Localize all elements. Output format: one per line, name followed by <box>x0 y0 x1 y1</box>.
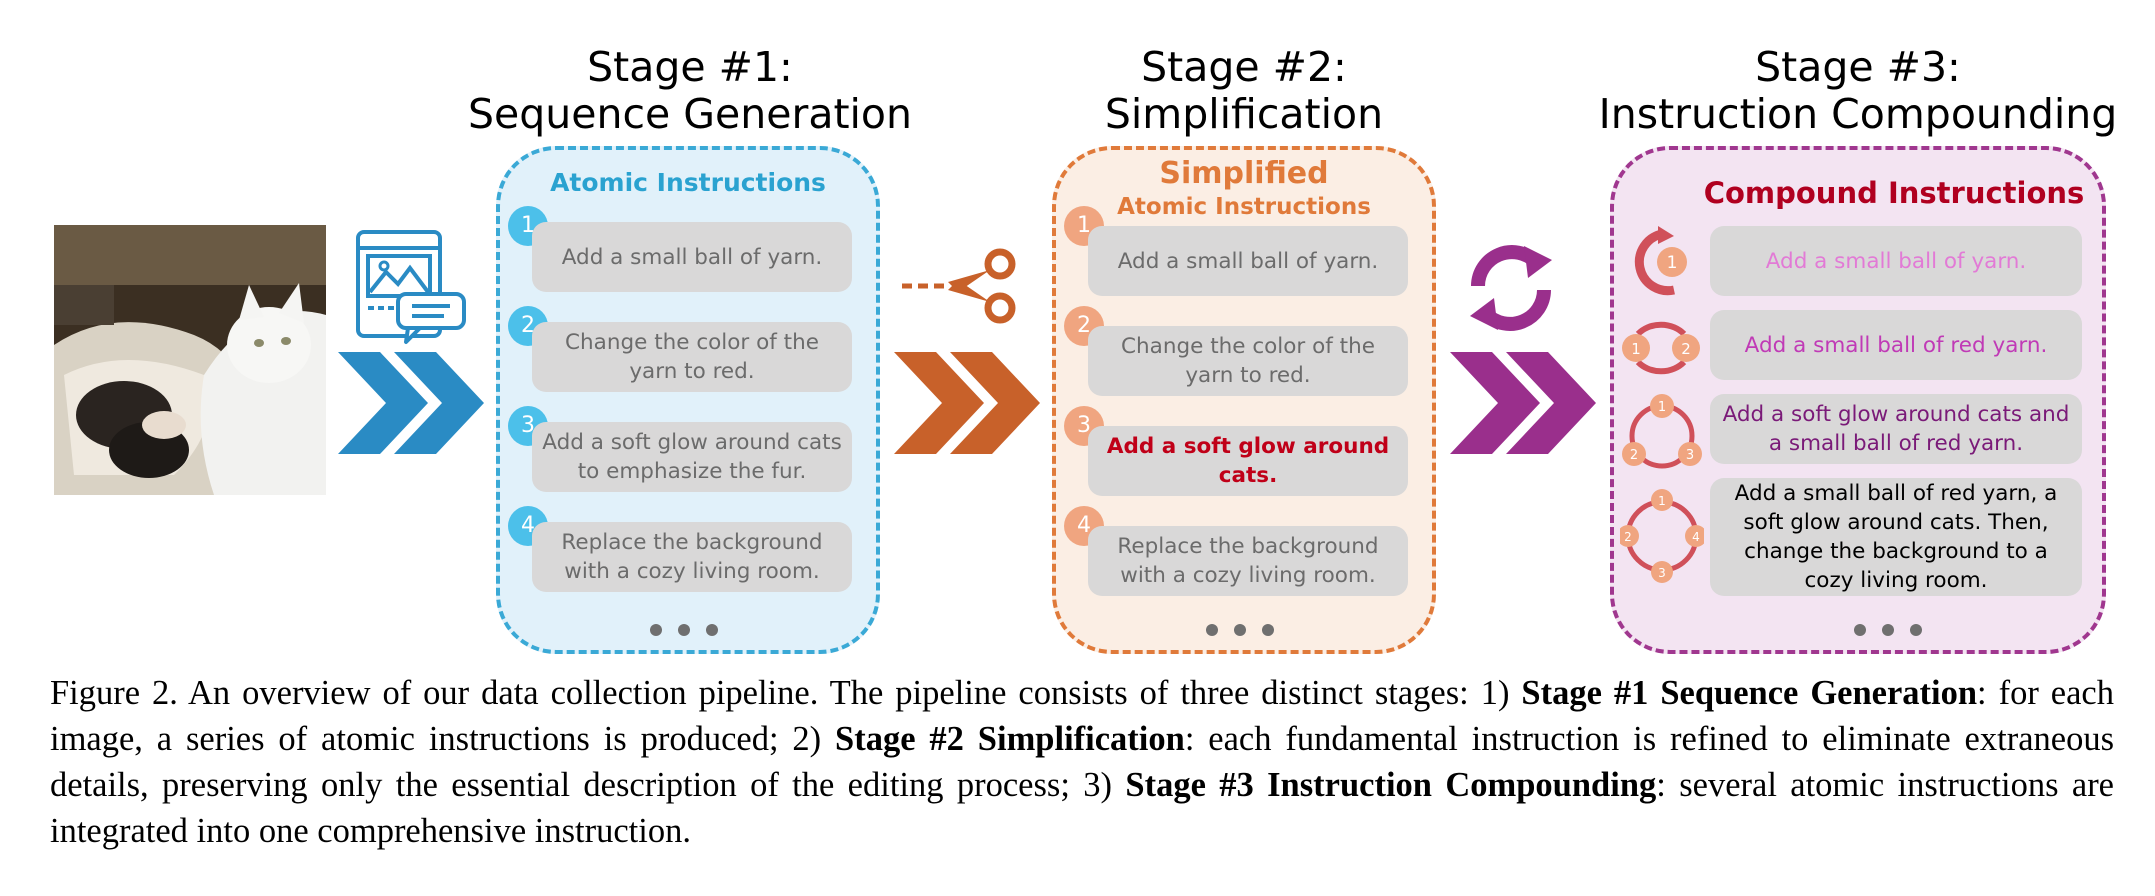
cycle-node-label: 1 <box>1667 253 1678 273</box>
chevron-arrow-icon <box>894 352 1042 454</box>
cycle-node-label: 4 <box>1692 530 1700 544</box>
ellipsis-dots <box>650 624 718 636</box>
stage-2-title-line1: Stage #2: <box>1141 43 1347 91</box>
caption-text: Figure 2. An overview of our data collec… <box>50 674 1522 712</box>
caption-bold: Stage #2 Simplification <box>835 720 1185 758</box>
caption-bold: Stage #3 Instruction Compounding <box>1125 766 1657 804</box>
cycle-1-icon: 1 <box>1622 226 1700 298</box>
stage-3-panel-header: Compound Instructions <box>1703 176 2085 210</box>
stage-3-title-line1: Stage #3: <box>1755 43 1961 91</box>
refresh-icon <box>1456 238 1566 338</box>
ellipsis-dots <box>1854 624 1922 636</box>
cycle-2-icon: 1 2 <box>1622 312 1700 382</box>
stage-1-panel-header: Atomic Instructions <box>550 168 826 197</box>
cat-photo-illustration <box>54 225 326 495</box>
cycle-node-label: 2 <box>1681 340 1691 358</box>
stage-2-panel-header-line1: Simplified <box>1159 156 1329 191</box>
chevron-arrow-icon <box>1450 352 1598 454</box>
scissors-icon <box>900 246 1020 326</box>
cycle-3-icon: 1 2 3 <box>1620 394 1704 474</box>
caption-bold: Stage #1 Sequence Generation <box>1521 674 1978 712</box>
caption-text: : each fundamental instruction is refine… <box>50 720 2114 804</box>
input-photo <box>54 225 326 495</box>
cycle-node-label: 3 <box>1686 448 1694 463</box>
compound-instruction-box: Add a small ball of yarn. <box>1710 226 2082 296</box>
instruction-box: Add a small ball of yarn. <box>532 222 852 292</box>
chat-bubble-icon <box>394 290 468 346</box>
figure-caption: Figure 2. An overview of our data collec… <box>50 670 2114 854</box>
cycle-node-label: 2 <box>1624 530 1632 544</box>
stage-2-title: Stage #2: Simplification <box>1014 44 1474 138</box>
stage-2-panel-header-line2: Atomic Instructions <box>1117 194 1371 220</box>
instruction-box-highlighted: Add a soft glow around cats. <box>1088 426 1408 496</box>
stage-2-panel: Simplified Atomic Instructions 1 Add a s… <box>1052 146 1436 654</box>
stage-1-title: Stage #1: Sequence Generation <box>460 44 920 138</box>
instruction-box: Replace the background with a cozy livin… <box>1088 526 1408 596</box>
caption-text: : several atomic instructions are integr… <box>50 766 2114 850</box>
compound-instruction-box: Add a small ball of red yarn. <box>1710 310 2082 380</box>
stage-2-title-line2: Simplification <box>1104 90 1384 138</box>
cycle-node-label: 2 <box>1630 448 1638 463</box>
ellipsis-dots <box>1206 624 1274 636</box>
stage-3-panel: Compound Instructions 1 Add a small ball… <box>1610 146 2106 654</box>
chevron-arrow-icon <box>338 352 486 454</box>
instruction-box: Add a small ball of yarn. <box>1088 226 1408 296</box>
compound-instruction-box: Add a small ball of red yarn, a soft glo… <box>1710 478 2082 596</box>
stage-1-panel: Atomic Instructions 1 Add a small ball o… <box>496 146 880 654</box>
cycle-node-label: 1 <box>1631 340 1641 358</box>
instruction-box: Change the color of the yarn to red. <box>1088 326 1408 396</box>
instruction-box: Add a soft glow around cats to emphasize… <box>532 422 852 492</box>
instruction-box: Replace the background with a cozy livin… <box>532 522 852 592</box>
stage-1-title-line1: Stage #1: <box>587 43 793 91</box>
stage-3-title-line2: Instruction Compounding <box>1598 90 2118 138</box>
cycle-4-icon: 1 2 4 3 <box>1617 486 1707 586</box>
compound-instruction-box: Add a soft glow around cats and a small … <box>1710 394 2082 464</box>
caption-text: : for each image, a series of atomic ins… <box>50 674 2114 758</box>
cycle-node-label: 3 <box>1658 566 1666 580</box>
instruction-box: Change the color of the yarn to red. <box>532 322 852 392</box>
stage-1-title-line2: Sequence Generation <box>468 90 912 138</box>
cycle-node-label: 1 <box>1658 400 1666 415</box>
stage-3-title: Stage #3: Instruction Compounding <box>1578 44 2138 138</box>
cycle-node-label: 1 <box>1658 494 1666 508</box>
